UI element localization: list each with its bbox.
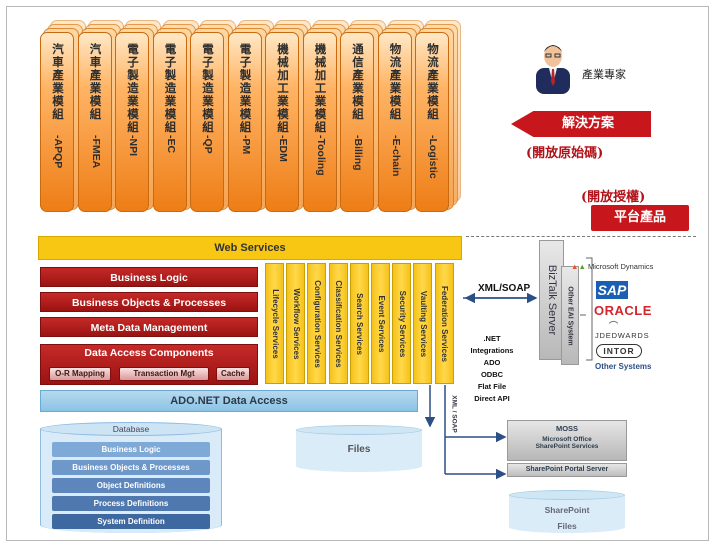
ado-net-bar: ADO.NET Data Access <box>40 390 418 412</box>
biztalk-server: BizTalk Server <box>539 240 564 360</box>
method-odbc: ODBC <box>480 370 504 379</box>
sharepoint-files-store: SharePoint Files <box>509 490 625 534</box>
license-label: (開放授權) <box>581 190 646 205</box>
db-layer-object-definitions: Object Definitions <box>52 478 210 493</box>
infor-logo: INTOR <box>596 344 642 358</box>
method-ado: ADO <box>483 358 501 367</box>
module-cn-label: 汽車產業模組 <box>89 42 102 121</box>
data-access-title: Data Access Components <box>84 347 214 359</box>
sharepoint-files-body: SharePoint Files <box>509 495 625 533</box>
jde-swoosh-icon: ⌒ <box>609 321 619 331</box>
method-net: .NET Integrations <box>470 334 514 355</box>
sharepoint-files-top <box>509 490 625 500</box>
method-direct-api: Direct API <box>474 394 510 403</box>
service-column: Vaulting Services <box>413 263 433 384</box>
biztalk-label: BizTalk Server <box>545 264 558 336</box>
module-cn-label: 汽車產業模組 <box>52 42 64 121</box>
sharepoint-files-label: Files <box>557 521 577 531</box>
module-card: 機械加工業模組-Tooling <box>302 32 337 212</box>
sharepoint-portal-server: SharePoint Portal Server <box>507 463 627 477</box>
expert-label: 產業專家 <box>582 68 626 81</box>
meta-data-bar: Meta Data Management <box>40 317 258 337</box>
microsoft-dynamics-label: Microsoft Dynamics <box>587 262 654 271</box>
business-logic-bar: Business Logic <box>40 267 258 287</box>
moss-title: MOSS <box>555 424 579 433</box>
db-layer-business-objects: Business Objects & Processes <box>52 460 210 475</box>
files-top <box>296 425 422 435</box>
module-cn-label: 電子製造業模組 <box>202 42 214 134</box>
module-cn-label: 物流產業模組 <box>427 42 439 121</box>
other-systems-label: Other Systems <box>595 362 652 371</box>
module-card: 物流產業模組-E-chain <box>377 32 412 212</box>
module-stack: 電子製造業模組-QP <box>190 20 236 218</box>
xml-soap-label: XML/SOAP <box>478 283 531 294</box>
sap-logo: SAP <box>596 281 628 299</box>
service-column: Search Services <box>349 263 369 384</box>
web-services-bar: Web Services <box>38 236 462 260</box>
jdedwards-logo: JDEDWARDS <box>595 331 650 340</box>
module-card: 汽車產業模組-APQP <box>40 32 74 212</box>
service-column: Event Services <box>371 263 390 384</box>
service-column: Workflow Services <box>286 263 306 384</box>
service-column: Federation Services <box>434 263 454 384</box>
integration-methods: .NET Integrations ADO ODBC Flat File Dir… <box>464 333 520 405</box>
module-card: 電子製造業模組-NPI <box>115 32 149 212</box>
moss-sub1: Microsoft Office <box>542 436 592 443</box>
oracle-logo: ORACLE <box>594 303 652 318</box>
module-cn-label: 通信產業模組 <box>352 42 364 121</box>
data-access-components: Data Access Components O-R Mapping Trans… <box>40 344 258 385</box>
database-cylinder: Database Business Logic Business Objects… <box>40 422 222 536</box>
module-cn-label: 電子製造業模組 <box>164 42 177 134</box>
xml-soap-vertical-box: XML / SOAP <box>449 394 459 434</box>
method-flat-file: Flat File <box>477 382 507 391</box>
business-objects-bar: Business Objects & Processes <box>40 292 258 312</box>
moss-box: MOSS Microsoft Office SharePoint Service… <box>507 420 627 461</box>
module-card: 電子製造業模組-PM <box>227 32 262 212</box>
service-column: Security Services <box>392 263 412 384</box>
service-column: Configuration Services <box>307 263 327 384</box>
platform-product-tag: 平台產品 <box>591 205 689 231</box>
transaction-mgt-box: Transaction Mgt <box>119 367 209 381</box>
module-cn-label: 機械加工業模組 <box>277 42 289 134</box>
module-card: 電子製造業模組-EC <box>152 32 187 212</box>
files-label: Files <box>296 430 422 472</box>
module-cn-label: 機械加工業模組 <box>314 42 327 134</box>
solution-subtitle: (開放原始碼) <box>526 146 604 161</box>
module-stack: 物流產業模組-Logistic <box>415 20 461 218</box>
industry-expert-icon <box>536 45 570 94</box>
platform-divider <box>466 236 696 237</box>
module-card: 電子製造業模組-QP <box>190 32 224 212</box>
module-card: 物流產業模組-Logistic <box>415 32 449 212</box>
service-column: Classification Services <box>328 263 348 384</box>
module-cn-label: 電子製造業模組 <box>127 42 139 134</box>
other-eai-system: Other EAI System <box>561 266 579 365</box>
db-layer-system-definition: System Definition <box>52 514 210 529</box>
db-layer-business-logic: Business Logic <box>52 442 210 457</box>
xml-soap-vertical: XML / SOAP <box>450 395 458 433</box>
other-eai-label: Other EAI System <box>566 285 574 346</box>
sharepoint-files-title: SharePoint <box>544 505 590 515</box>
database-title: Database <box>40 422 222 436</box>
module-stack: 汽車產業模組-APQP <box>40 20 86 218</box>
files-store: Files <box>296 425 422 473</box>
module-card: 機械加工業模組-EDM <box>265 32 299 212</box>
solution-tag: 解決方案 <box>511 111 651 137</box>
module-card: 汽車產業模組-FMEA <box>77 32 112 212</box>
module-card: 通信產業模組-Billing <box>340 32 374 212</box>
module-stack: 物流產業模組-E-chain <box>377 20 424 218</box>
db-layer-process-definitions: Process Definitions <box>52 496 210 511</box>
module-cn-label: 電子製造業模組 <box>239 42 252 134</box>
module-cn-label: 物流產業模組 <box>389 42 402 121</box>
service-column: Lifecycle Services <box>265 263 284 384</box>
moss-sub2: SharePoint Services <box>535 443 599 450</box>
cache-box: Cache <box>216 367 250 381</box>
microsoft-dynamics-logo: ▲▲ Microsoft Dynamics <box>571 262 654 271</box>
or-mapping-box: O-R Mapping <box>49 367 111 381</box>
